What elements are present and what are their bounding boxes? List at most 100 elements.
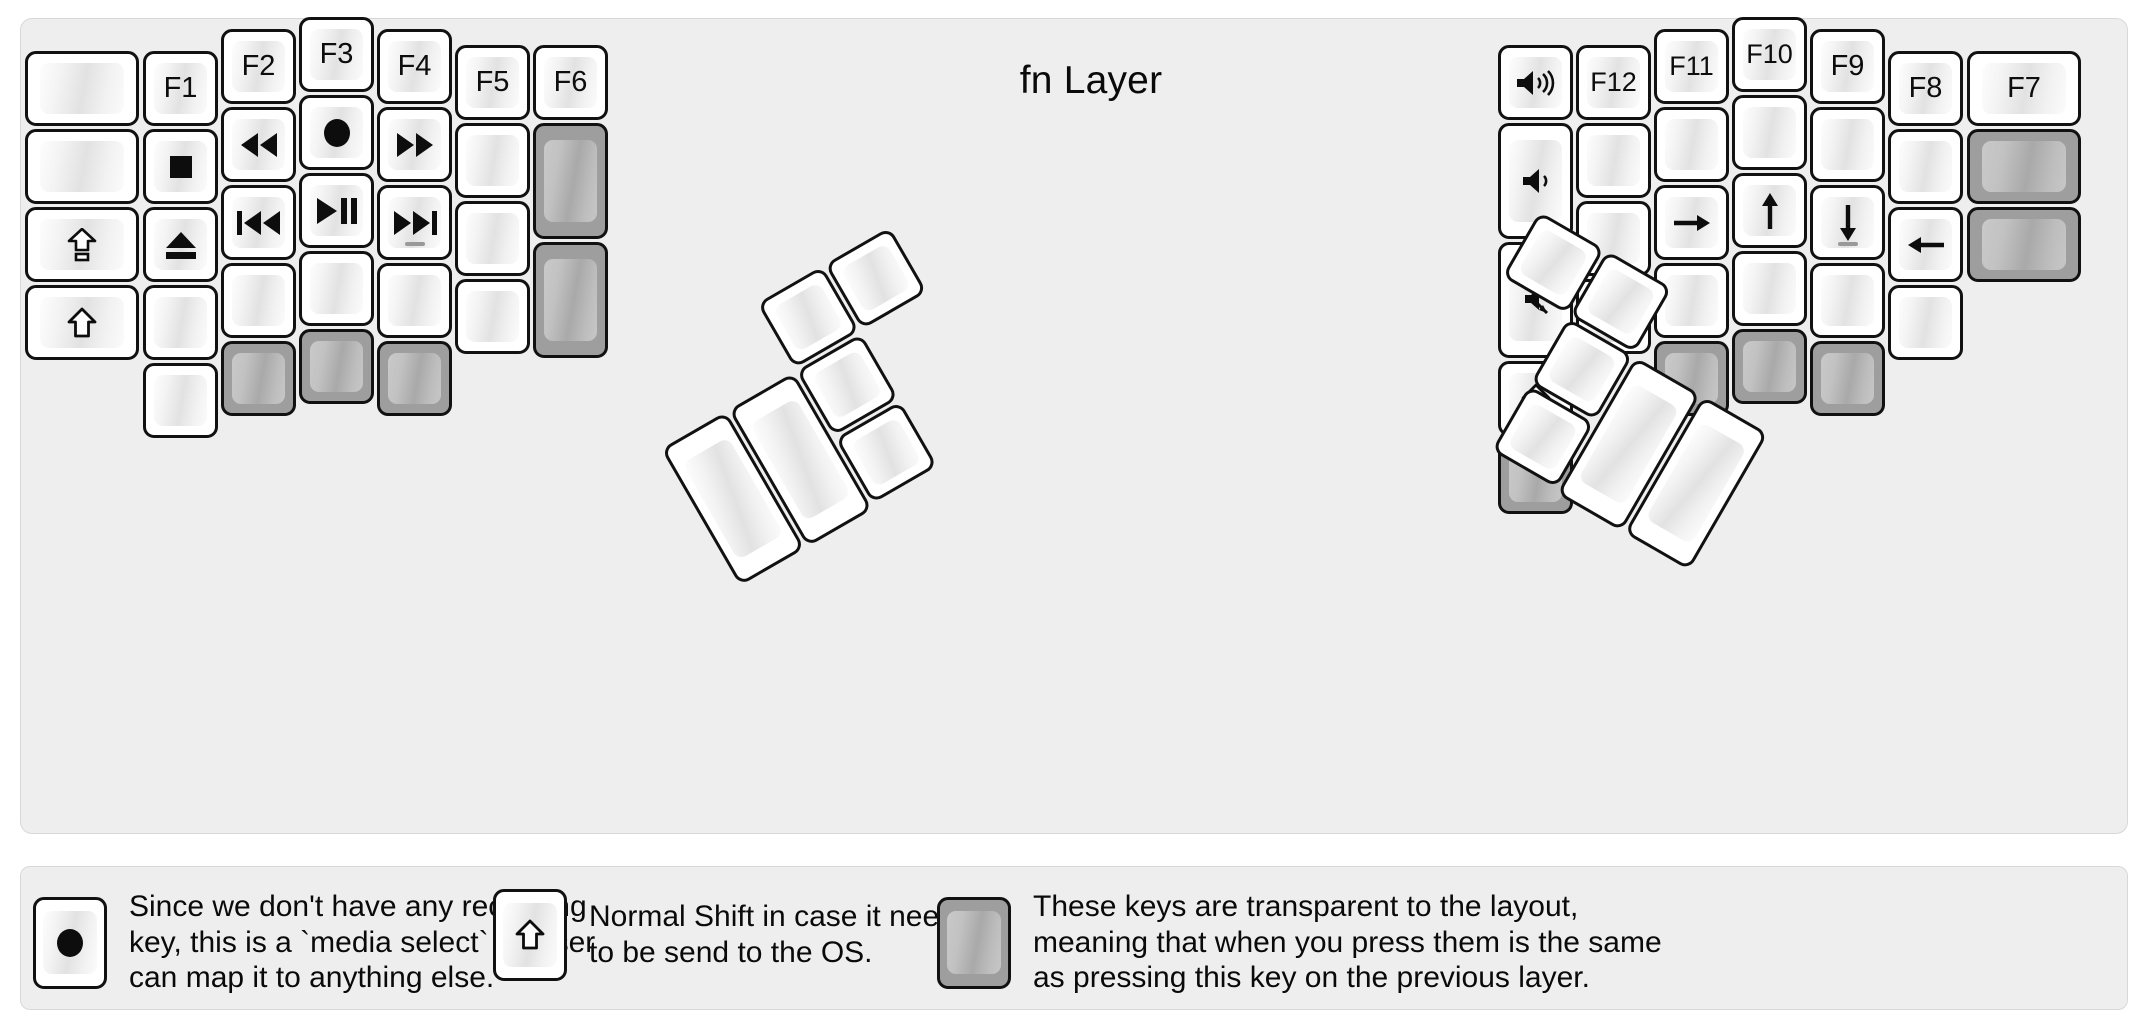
keycap-blank[interactable]: [299, 251, 374, 326]
keycap-f2[interactable]: F2: [221, 29, 296, 104]
keycap-blank[interactable]: [1732, 251, 1807, 326]
keycap-top-surface: [839, 242, 912, 314]
home-row-indicator: [1837, 241, 1858, 246]
legend-bar: Since we don't have any recording key, t…: [20, 866, 2128, 1010]
keycap-f3[interactable]: F3: [299, 17, 374, 92]
keycap-top-surface: [465, 134, 520, 187]
keycap-top-surface: [309, 184, 364, 237]
keycap-f4[interactable]: F4: [377, 29, 452, 104]
keycap-top-surface: [1898, 296, 1953, 349]
legend-keycap-shift-arrow-icon[interactable]: [493, 889, 567, 981]
keycap-shift-arrow-icon[interactable]: [25, 285, 139, 360]
keycap-media-fast-forward-icon[interactable]: [377, 107, 452, 182]
keycap-blank[interactable]: [1888, 285, 1963, 360]
keycap-f10[interactable]: F10: [1732, 17, 1807, 92]
keycap-top-surface: [543, 140, 598, 222]
keycap-top-surface: [1898, 218, 1953, 271]
keycap-transparent[interactable]: [1732, 329, 1807, 404]
keycap-blank[interactable]: [1576, 123, 1651, 198]
keycap-top-surface: [1820, 118, 1875, 171]
keycap-top-surface: [1664, 196, 1719, 249]
keycap-arrow-up-icon[interactable]: [1732, 173, 1807, 248]
keycap-media-rewind-icon[interactable]: [221, 107, 296, 182]
keycap-transparent[interactable]: [533, 123, 608, 239]
keycap-top-surface: [465, 212, 520, 265]
keycap-top-surface: [1820, 274, 1875, 327]
keycap-top-surface: [1742, 28, 1797, 81]
keycap-blank[interactable]: [455, 201, 530, 276]
keycap-blank[interactable]: [455, 123, 530, 198]
keycap-blank[interactable]: [1810, 107, 1885, 182]
keycap-top-surface: [231, 274, 286, 327]
keycap-caps-lock-icon[interactable]: [25, 207, 139, 282]
keycap-f12[interactable]: F12: [1576, 45, 1651, 120]
keycap-top-surface: [1820, 352, 1875, 405]
keycap-f5[interactable]: F5: [455, 45, 530, 120]
keycap-arrow-left-icon[interactable]: [1888, 207, 1963, 282]
keycap-blank[interactable]: [377, 263, 452, 338]
keycap-top-surface: [309, 28, 364, 81]
keycap-f8[interactable]: F8: [1888, 51, 1963, 126]
keycap-blank[interactable]: [143, 285, 218, 360]
keycap-transparent[interactable]: [221, 341, 296, 416]
legend-keycap-record-circle-icon[interactable]: [33, 896, 107, 989]
keycap-top-surface: [39, 140, 125, 193]
keycap-volume-up-icon[interactable]: [1498, 45, 1573, 120]
keycap-record-circle-icon[interactable]: [299, 95, 374, 170]
keycap-blank[interactable]: [1654, 107, 1729, 182]
keycap-top-surface: [1981, 140, 2067, 193]
keycap-top-surface: [309, 106, 364, 159]
legend-item: Normal Shift in case it needs to be send…: [493, 889, 971, 981]
keycap-blank[interactable]: [1888, 129, 1963, 204]
keycap-blank[interactable]: [25, 129, 139, 204]
legend-sample-keycap: [937, 896, 1011, 989]
right-thumb-cluster: [1351, 211, 1795, 709]
keycap-top-surface: [1664, 40, 1719, 93]
keycap-media-next-track-icon[interactable]: [377, 185, 452, 260]
keycap-top-surface: [387, 196, 442, 249]
keycap-transparent[interactable]: [1967, 129, 2081, 204]
keycap-transparent[interactable]: [1810, 341, 1885, 416]
keycap-top-surface: [153, 62, 208, 115]
keycap-transparent[interactable]: [1967, 207, 2081, 282]
keycap-f6[interactable]: F6: [533, 45, 608, 120]
keycap-top-surface: [153, 140, 208, 193]
legend-keycap-transparent[interactable]: [937, 896, 1011, 989]
keycap-top-surface: [153, 218, 208, 271]
keycap-top-surface: [1664, 274, 1719, 327]
keycap-top-surface: [231, 118, 286, 171]
keycap-blank[interactable]: [1654, 263, 1729, 338]
keycap-arrow-right-icon[interactable]: [1654, 185, 1729, 260]
keycap-top-surface: [39, 218, 125, 271]
keycap-top-surface: [231, 352, 286, 405]
keycap-arrow-down-icon[interactable]: [1810, 185, 1885, 260]
page-title: fn Layer: [1019, 59, 1163, 102]
keycap-f9[interactable]: F9: [1810, 29, 1885, 104]
keycap-top-surface: [387, 352, 442, 405]
keycap-transparent[interactable]: [533, 242, 608, 358]
keycap-blank[interactable]: [221, 263, 296, 338]
keycap-media-play-pause-icon[interactable]: [299, 173, 374, 248]
keycap-transparent[interactable]: [377, 341, 452, 416]
keycap-blank[interactable]: [1732, 95, 1807, 170]
keycap-top-surface: [947, 910, 1001, 975]
keycap-f11[interactable]: F11: [1654, 29, 1729, 104]
keycap-media-stop-icon[interactable]: [143, 129, 218, 204]
keycap-blank[interactable]: [1810, 263, 1885, 338]
keycap-top-surface: [1508, 56, 1563, 109]
keycap-top-surface: [309, 262, 364, 315]
keycap-f7[interactable]: F7: [1967, 51, 2081, 126]
keycap-f1[interactable]: F1: [143, 51, 218, 126]
keycap-blank[interactable]: [455, 279, 530, 354]
keycap-top-surface: [503, 903, 557, 967]
keycap-media-prev-track-icon[interactable]: [221, 185, 296, 260]
keycap-top-surface: [543, 56, 598, 109]
keycap-blank[interactable]: [25, 51, 139, 126]
keycap-media-eject-icon[interactable]: [143, 207, 218, 282]
left-thumb-cluster: [661, 226, 1105, 709]
keycap-top-surface: [43, 910, 97, 975]
keycap-top-surface: [387, 118, 442, 171]
keycap-top-surface: [1898, 62, 1953, 115]
keycap-transparent[interactable]: [299, 329, 374, 404]
keycap-blank[interactable]: [143, 363, 218, 438]
